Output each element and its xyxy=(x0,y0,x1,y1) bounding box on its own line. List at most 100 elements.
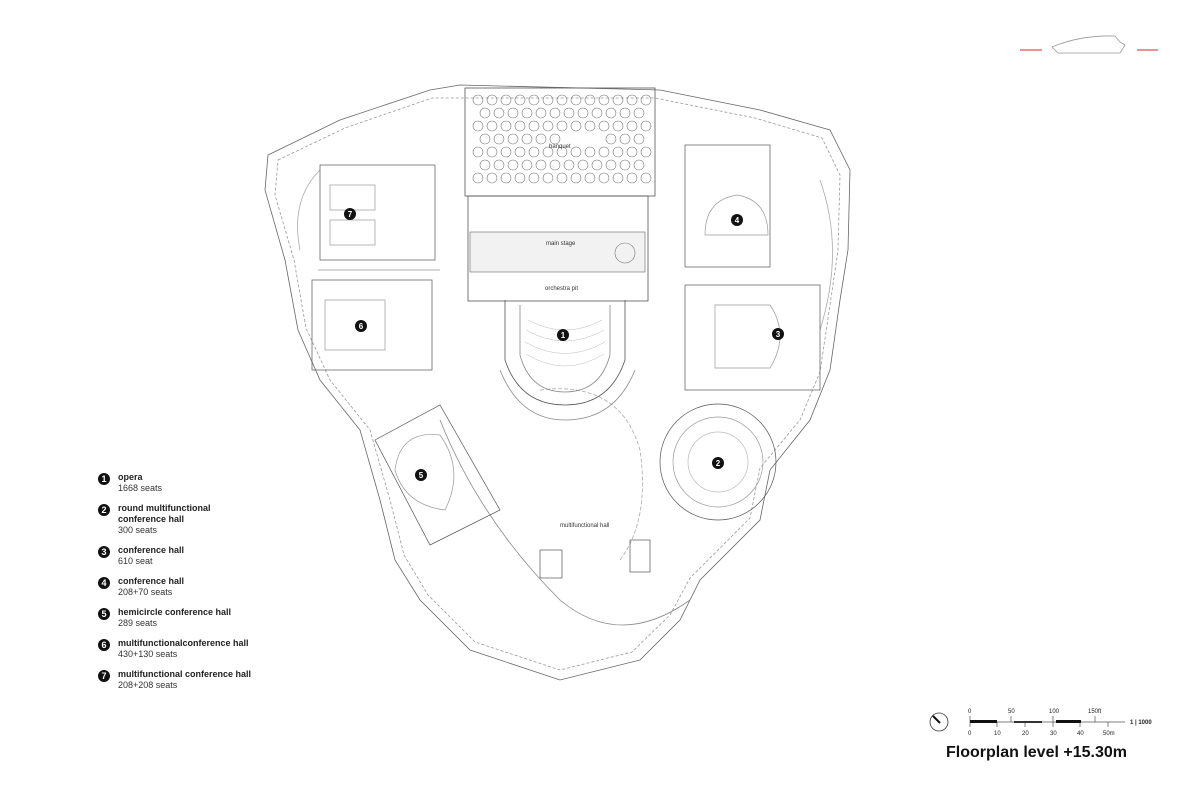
banquet-table xyxy=(584,172,596,184)
banquet-table xyxy=(640,94,652,106)
banquet-table xyxy=(514,146,526,158)
banquet-table xyxy=(486,172,498,184)
banquet-table xyxy=(472,146,484,158)
banquet-table xyxy=(570,120,582,132)
banquet-table xyxy=(500,172,512,184)
marker-4: 4 xyxy=(735,216,740,225)
legend-seats: 208+208 seats xyxy=(118,680,178,690)
banquet-table xyxy=(605,133,617,145)
scale-ratio: 1 | 1000 xyxy=(1130,720,1152,726)
main-stage-area: main stage orchestra pit xyxy=(467,195,649,302)
scale-m-10: 10 xyxy=(994,731,1001,737)
hall-7 xyxy=(318,164,440,271)
banquet-table xyxy=(605,159,617,171)
banquet-table xyxy=(556,94,568,106)
marker-1: 1 xyxy=(561,331,566,340)
banquet-table xyxy=(479,107,491,119)
banquet-table xyxy=(556,146,568,158)
banquet-table xyxy=(640,146,652,158)
banquet-table xyxy=(626,120,638,132)
scale-ft-50: 50 xyxy=(1008,709,1015,715)
banquet-table xyxy=(570,94,582,106)
banquet-table xyxy=(598,94,610,106)
banquet-table xyxy=(542,120,554,132)
legend-title: round multifunctional conference hall xyxy=(118,503,211,524)
legend-title: conference hall xyxy=(118,576,185,586)
banquet-table xyxy=(521,107,533,119)
scale-m-40: 40 xyxy=(1077,731,1084,737)
banquet-table xyxy=(528,172,540,184)
scale-m-30: 30 xyxy=(1050,731,1057,737)
banquet-table xyxy=(640,120,652,132)
banquet-table xyxy=(486,120,498,132)
banquet-table xyxy=(528,94,540,106)
banquet-table xyxy=(521,159,533,171)
banquet-table xyxy=(535,133,547,145)
hall-5 xyxy=(374,404,501,546)
banquet-table xyxy=(633,107,645,119)
banquet-table xyxy=(493,159,505,171)
orchestra-pit-label: orchestra pit xyxy=(545,286,578,292)
banquet-table xyxy=(542,94,554,106)
banquet-table xyxy=(591,107,603,119)
banquet-table xyxy=(514,172,526,184)
banquet-table xyxy=(472,120,484,132)
banquet-label: banquet xyxy=(549,144,571,150)
legend-seats: 300 seats xyxy=(118,525,158,535)
banquet-table xyxy=(542,172,554,184)
banquet-table xyxy=(598,146,610,158)
main-stage-label: main stage xyxy=(546,241,576,247)
legend-number: 4 xyxy=(98,577,110,589)
banquet-table xyxy=(472,172,484,184)
hall-2 xyxy=(659,403,777,521)
banquet-table xyxy=(500,146,512,158)
legend-number: 5 xyxy=(98,608,110,620)
banquet-table xyxy=(549,159,561,171)
banquet-table xyxy=(577,159,589,171)
banquet-table xyxy=(535,107,547,119)
banquet-table xyxy=(626,94,638,106)
scale-ft-150: 150ft xyxy=(1088,709,1102,715)
scale-m-20: 20 xyxy=(1022,731,1029,737)
scale-m-0: 0 xyxy=(968,731,972,737)
legend-seats: 289 seats xyxy=(118,618,158,628)
stair-blocks xyxy=(539,539,651,579)
banquet-table xyxy=(556,120,568,132)
building-outline xyxy=(264,84,851,681)
legend-number: 3 xyxy=(98,546,110,558)
banquet-table xyxy=(549,133,561,145)
banquet-table xyxy=(521,133,533,145)
banquet-table xyxy=(584,146,596,158)
banquet-table xyxy=(493,107,505,119)
marker-7: 7 xyxy=(348,210,353,219)
banquet-table xyxy=(626,146,638,158)
banquet-table xyxy=(598,172,610,184)
marker-3: 3 xyxy=(776,330,781,339)
drawing-title: Floorplan level +15.30m xyxy=(946,744,1127,761)
banquet-table xyxy=(563,159,575,171)
banquet-table xyxy=(514,120,526,132)
banquet-table xyxy=(486,94,498,106)
legend-number: 7 xyxy=(98,670,110,682)
banquet-table xyxy=(591,159,603,171)
banquet-table xyxy=(507,107,519,119)
banquet-table xyxy=(612,172,624,184)
banquet-table xyxy=(486,146,498,158)
banquet-table xyxy=(507,133,519,145)
scale-bar: 0 50 100 150ft 0 10 20 30 40 50m 1 | 100… xyxy=(929,709,1152,737)
banquet-table xyxy=(500,120,512,132)
banquet-table xyxy=(619,159,631,171)
banquet-table xyxy=(479,133,491,145)
banquet-table xyxy=(598,120,610,132)
opera-hall xyxy=(499,300,636,421)
hall-3 xyxy=(684,284,821,391)
banquet-table xyxy=(514,94,526,106)
banquet-table xyxy=(507,159,519,171)
legend-title: multifunctionalconference hall xyxy=(118,638,249,648)
legend-title: opera xyxy=(118,472,143,482)
